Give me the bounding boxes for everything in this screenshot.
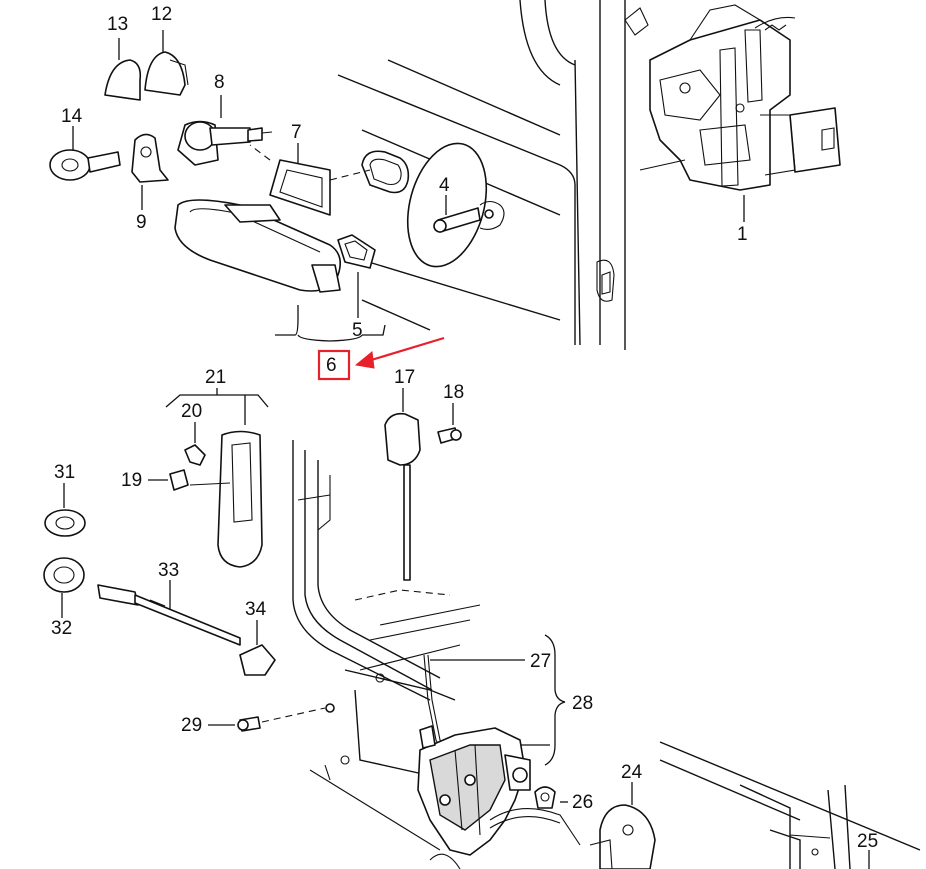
label-part-9: 9 (136, 212, 147, 233)
label-part-5: 5 (352, 320, 363, 341)
label-part-28: 28 (572, 693, 593, 714)
label-part-20: 20 (181, 401, 202, 422)
handle-cap-part-13 (104, 59, 142, 101)
label-part-31: 31 (54, 462, 75, 483)
screw-part-18 (437, 427, 462, 444)
label-part-14: 14 (61, 106, 83, 127)
handle-cap-part-12 (144, 51, 189, 96)
striker-part-24 (589, 804, 656, 869)
clip-part-26 (534, 786, 556, 809)
label-part-34: 34 (245, 599, 267, 620)
upper-door-panel (337, 0, 626, 350)
escutcheon-part-32 (43, 557, 85, 593)
highlight-box (317, 349, 351, 381)
lock-cylinder-part-8 (177, 120, 273, 166)
pad-part-5 (337, 234, 376, 269)
label-part-7: 7 (291, 122, 302, 143)
door-frame-channel (292, 440, 481, 851)
label-part-17: 17 (394, 367, 415, 388)
grip-part-21 (217, 430, 263, 568)
label-part-27: 27 (530, 651, 551, 672)
label-part-8: 8 (214, 72, 225, 93)
body-lower-right (659, 741, 921, 869)
label-part-24: 24 (621, 762, 643, 783)
label-part-18: 18 (443, 382, 464, 403)
cover-part-17 (384, 412, 421, 581)
plug-part-19 (169, 469, 189, 491)
latch-mechanism-part-1 (624, 4, 841, 191)
plug-part-20 (184, 444, 206, 466)
label-part-13: 13 (107, 14, 128, 35)
label-part-12: 12 (151, 4, 172, 25)
highlight-arrow-head (354, 351, 375, 369)
key-part-14 (49, 149, 121, 181)
screw-part-29 (237, 716, 261, 732)
label-part-32: 32 (51, 618, 72, 639)
door-lock-mechanism (417, 725, 581, 869)
escutcheon-part-31 (44, 509, 86, 537)
gasket-part-7 (269, 159, 331, 216)
door-handle (174, 199, 341, 293)
label-part-6: 6 (326, 355, 337, 376)
detail-circle (406, 142, 505, 268)
bracket-part-9 (131, 133, 169, 183)
shaft-part-33 (97, 584, 241, 646)
highlighted-part-6: 6 (317, 336, 445, 381)
handle-recess (361, 150, 410, 194)
label-part-19: 19 (121, 470, 142, 491)
label-part-4: 4 (439, 175, 450, 196)
label-part-26: 26 (572, 792, 593, 813)
highlight-arrow-line (367, 336, 445, 363)
label-part-29: 29 (181, 715, 202, 736)
bezel-part-34 (239, 644, 276, 676)
label-part-25: 25 (857, 831, 878, 852)
label-part-1: 1 (737, 224, 748, 245)
label-part-21: 21 (205, 367, 226, 388)
label-part-33: 33 (158, 560, 179, 581)
